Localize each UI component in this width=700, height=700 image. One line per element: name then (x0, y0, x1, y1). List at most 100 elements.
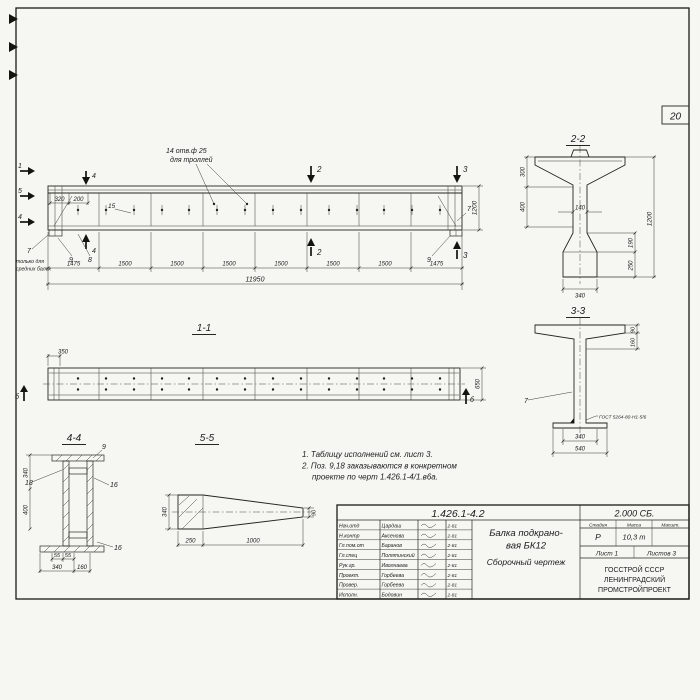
sig-name-7: Бодовин (382, 593, 403, 599)
dim-340-s22: 340 (575, 294, 586, 300)
support-bracket-right (449, 229, 463, 237)
dim-340v-s44: 340 (24, 467, 30, 478)
note-line-2: 2. Поз. 9,18 заказываются в конкретном (301, 462, 457, 471)
signature-scribble (420, 533, 437, 538)
signature-scribble (420, 523, 437, 528)
sig-role-2: Гл.пом.от (339, 543, 365, 549)
dim-340-s33: 340 (575, 435, 586, 441)
dim-160-s44: 160 (77, 565, 88, 571)
dim-1000-s55: 1000 (246, 539, 260, 545)
elevation-callout: 14 отв.ф 25 для троллей (166, 148, 249, 206)
header-mass: Масса (627, 522, 642, 528)
cut-label-4-bottom: 4 (92, 248, 96, 255)
sig-role-0: Нач.отд (339, 524, 360, 530)
segment-dim-3: 1500 (222, 262, 236, 268)
sig-name-5: Горбеева (382, 573, 405, 579)
pos-label-7-left: 7 (27, 248, 32, 255)
sig-date-0: 2-81 (447, 524, 458, 530)
dim-140-s22: 140 (575, 206, 586, 212)
dim-320: 320 (54, 197, 65, 203)
sig-date-5: 2-81 (447, 573, 458, 579)
segment-dim-4: 1500 (274, 262, 288, 268)
dim-190-s22: 190 (629, 237, 635, 248)
dim-160-s33: 160 (631, 337, 637, 347)
dim-340b-s44: 340 (52, 565, 63, 571)
sig-role-7: Исполн. (339, 593, 358, 599)
section-2-2-title: 2-2 (570, 134, 586, 145)
section-5-5-title: 5-5 (200, 433, 215, 444)
segment-dim-7: 1475 (430, 262, 444, 268)
sig-role-6: Провер. (339, 583, 358, 589)
sig-name-1: Аксенова (381, 533, 405, 539)
header-stage: Стадия (589, 522, 607, 528)
dim-200: 200 (72, 197, 84, 203)
sheet-frame (15, 7, 690, 600)
pos-label-18-s44: 18 (25, 480, 33, 487)
dim-55a-s44: 55 (54, 553, 61, 559)
note-line-1: 1. Таблицу исполнений см. лист 3. (302, 450, 433, 459)
org-line-3: ПРОМСТРОЙПРОЕКТ (598, 585, 672, 594)
pos-label-9-right: 9 (427, 257, 431, 264)
signature-scribble (420, 592, 437, 597)
segment-dim-2: 1500 (170, 262, 184, 268)
sig-role-3: Гл.спец (339, 553, 357, 559)
pos-label-9-s44: 9 (102, 444, 106, 451)
page-number-box: 20 (661, 105, 690, 125)
note-middle-beams-line1: только для (16, 259, 44, 265)
dim-90-s55: 90 (312, 509, 318, 516)
pos-label-9-left: 9 (69, 257, 73, 264)
dim-55b-s44: 55 (65, 553, 72, 559)
section-5-5: 5-5 340 90 250 1000 (163, 433, 318, 547)
sig-date-1: 2-81 (447, 533, 458, 539)
sig-name-6: Горбеева (382, 583, 405, 589)
sig-date-4: 2-81 (447, 563, 458, 569)
dim-400v-s44: 400 (24, 504, 30, 515)
signature-scribble (420, 573, 437, 578)
cut-label-5: 5 (18, 188, 22, 195)
sig-role-4: Рук.гр. (339, 563, 356, 569)
sig-name-0: Цардаш (382, 524, 402, 530)
org-line-1: ГОССТРОЙ СССР (605, 565, 665, 574)
callout-holes-line2: для троллей (170, 156, 213, 164)
pos-label-15: 15 (108, 203, 116, 210)
beam-elevation (47, 185, 463, 237)
signature-rows: Нач.отд Цардаш 2-81 Н.контр Аксенова 2-8… (339, 524, 457, 599)
section-4-4: 4-4 9 18 16 16 340 400 55 55 340 160 (24, 433, 122, 573)
section-1-1-title: 1-1 (197, 323, 211, 334)
cut-label-1: 1 (18, 163, 22, 170)
dim-300-s22: 300 (521, 166, 527, 177)
pos-label-16b-s44: 16 (114, 545, 122, 552)
general-notes: 1. Таблицу исполнений см. лист 3. 2. Поз… (301, 450, 457, 482)
sig-date-7: 2-81 (447, 593, 458, 599)
dim-400-s22: 400 (521, 201, 527, 212)
signature-scribble (420, 553, 437, 558)
segment-dim-1: 1500 (118, 262, 132, 268)
section-3-3-title: 3-3 (571, 306, 586, 317)
segment-dim-5: 1500 (326, 262, 340, 268)
dim-250-s22: 250 (629, 260, 635, 272)
elevation-dimensions: 1475 1500 1500 1500 1500 1500 1500 1475 … (46, 184, 483, 290)
title-block: 1.426.1-4.2 2.000 СБ. Балка подкрано- ва… (336, 504, 690, 600)
doc-code: 2.000 СБ. (614, 509, 655, 519)
page-number: 20 (669, 112, 682, 123)
header-scale: Масшт. (661, 522, 679, 528)
value-mass: 10,3 т (623, 533, 646, 542)
note-line-3: проекте по черт 1.426.1-4/1.в6а. (312, 473, 438, 482)
view-b-label-right: б (470, 396, 475, 404)
dim-540-s33: 540 (575, 447, 586, 453)
signature-scribble (420, 543, 437, 548)
sig-role-5: Проект. (339, 573, 360, 579)
note-middle-beams-line2: средних балок (16, 267, 52, 273)
doc-title-line3: Сборочный чертеж (487, 557, 567, 567)
section-2-2: 2-2 300 400 140 190 250 340 1200 (521, 134, 656, 300)
segment-dim-6: 1500 (378, 262, 392, 268)
dim-650-s11: 650 (476, 378, 482, 389)
cut-label-2-bottom: 2 (316, 248, 322, 257)
section-4-4-title: 4-4 (67, 433, 82, 444)
sig-date-6: 2-81 (447, 583, 458, 589)
signature-scribble (420, 563, 437, 568)
sig-date-3: 2-81 (447, 553, 458, 559)
pos-label-7-s33: 7 (524, 398, 529, 405)
dim-90-s33: 90 (631, 326, 637, 333)
